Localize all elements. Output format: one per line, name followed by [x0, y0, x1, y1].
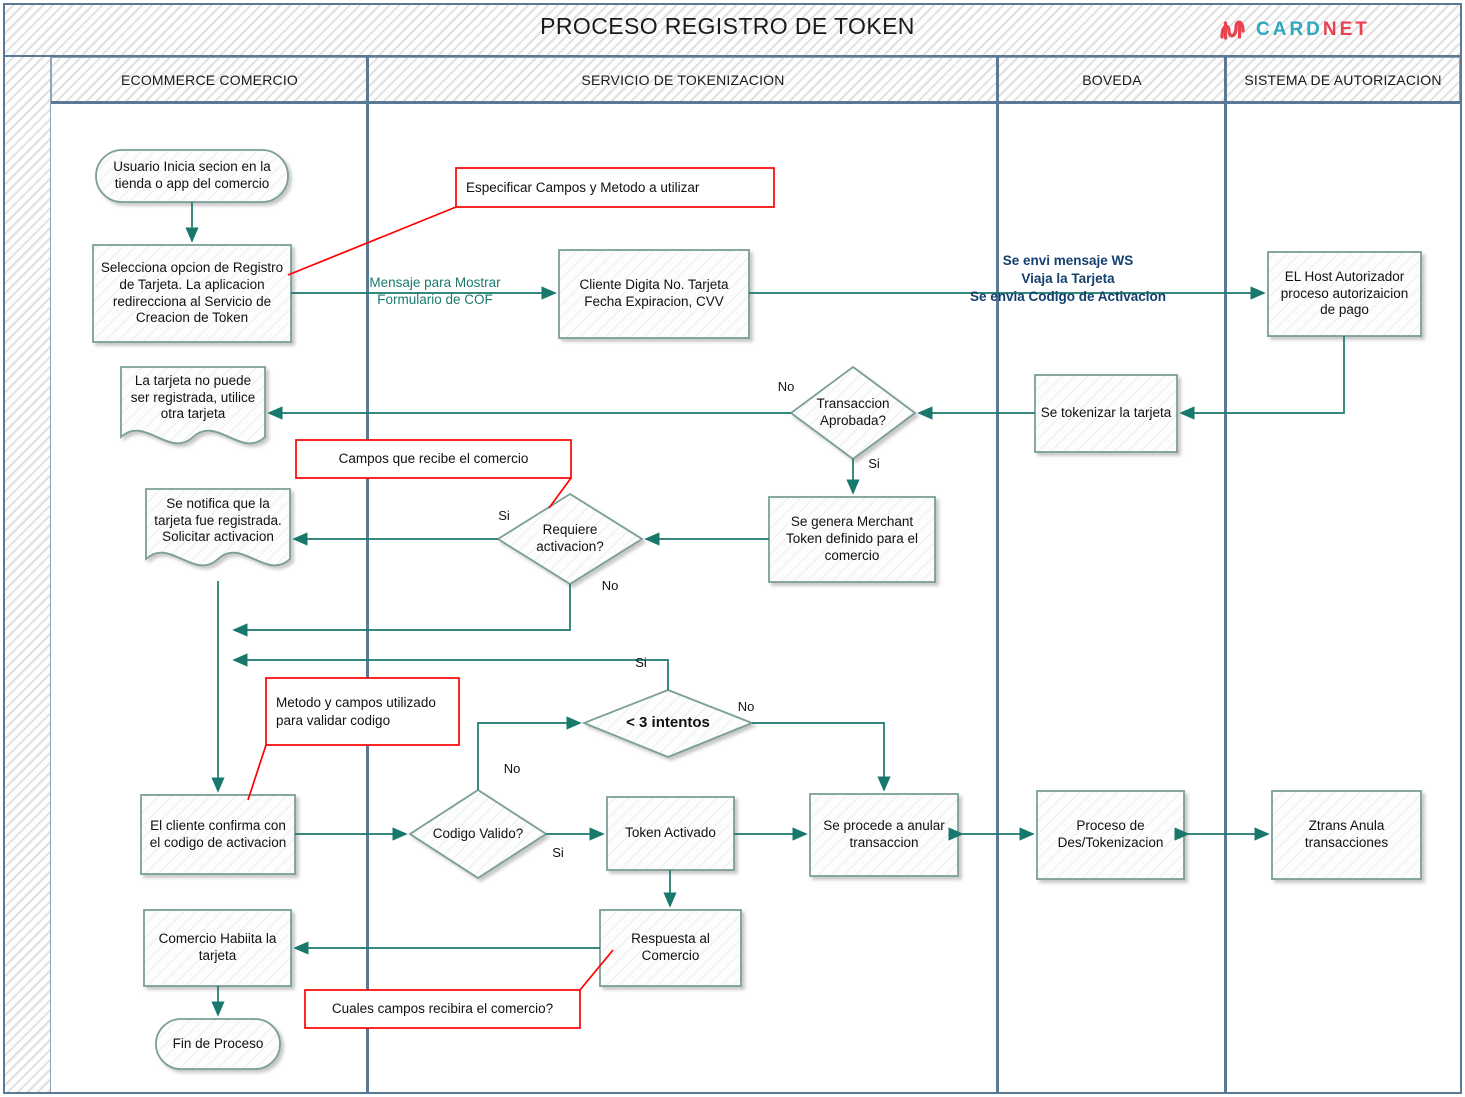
edge-host-tokenizar — [1179, 336, 1345, 420]
shape-n-selecciona — [92, 244, 292, 343]
label-edge-ws: Se envi mensaje WS Viaja la Tarjeta Se e… — [969, 253, 1167, 305]
shape-n-nopuede — [120, 366, 266, 445]
shape-n-anular — [809, 793, 959, 877]
edge-codigo-no-intentos — [477, 716, 582, 790]
label-edge-codigo-no: No — [503, 761, 521, 776]
shape-note-campos — [295, 439, 572, 479]
left-margin-band — [5, 57, 51, 1092]
label-edge-intentos-no: No — [737, 699, 755, 714]
label-note-metodo: Metodo y campos utilizado para validar c… — [276, 694, 436, 728]
edge-intentos-si-loop — [232, 653, 669, 690]
shape-n-intentos — [581, 689, 755, 758]
shape-n-inicio — [95, 149, 289, 203]
title-bar — [5, 5, 1460, 57]
leader-note-campos — [548, 477, 572, 509]
label-edge-intentos-si: Si — [635, 655, 647, 670]
label-note-especificar: Especificar Campos y Metodo a utilizar — [466, 179, 700, 195]
shape-n-confirma — [140, 794, 296, 875]
lane-header-ecommerce: ECOMMERCE COMERCIO — [51, 57, 368, 103]
shape-n-tokenactivado — [606, 796, 735, 871]
label-edge-requiere-no: No — [601, 578, 619, 593]
lane-divider-3 — [1224, 103, 1227, 1092]
leader-note-especificar — [287, 206, 457, 276]
shape-n-fin — [155, 1018, 281, 1070]
lane-divider-1 — [366, 103, 369, 1092]
shape-n-ztrans — [1271, 790, 1422, 880]
cardnet-logo: CARDNET — [1218, 13, 1370, 47]
label-edge-mensaje-cof: Mensaje para Mostrar Formulario de COF — [369, 275, 501, 307]
label-edge-codigo-si: Si — [552, 845, 564, 860]
leader-note-cuales — [579, 949, 614, 991]
lane-divider-2 — [996, 103, 999, 1092]
lane-header-boveda: BOVEDA — [998, 57, 1226, 103]
lane-divider-top-3 — [1224, 57, 1227, 103]
shape-note-metodo — [265, 677, 460, 746]
shape-n-tokenizar — [1034, 374, 1178, 453]
lane-divider-top-1 — [366, 57, 369, 103]
label-note-campos: Campos que recibe el comercio — [338, 451, 529, 467]
shape-n-habilita — [143, 909, 292, 987]
shape-n-codigovalido — [408, 788, 548, 880]
edge-intentos-no-anular — [752, 722, 891, 792]
label-edge-trx-no: No — [777, 379, 795, 394]
shape-n-host — [1267, 251, 1422, 337]
logo-word-net: NET — [1322, 19, 1370, 40]
label-edge-requiere-si: Si — [498, 508, 510, 523]
cardnet-squiggle-icon — [1218, 15, 1248, 45]
shape-n-notifica — [145, 488, 291, 567]
shape-n-destoken — [1036, 790, 1185, 880]
logo-wordmark: CARDNET — [1256, 19, 1370, 41]
shape-n-respuesta — [599, 909, 742, 987]
shape-n-digita — [558, 249, 750, 339]
shape-n-merchanttoken — [768, 496, 936, 583]
shape-n-trxaprobada — [789, 365, 917, 461]
shape-n-requiereact — [496, 492, 644, 586]
logo-word-card: CARD — [1256, 19, 1323, 40]
lane-header-tokenizacion: SERVICIO DE TOKENIZACION — [368, 57, 998, 103]
lane-divider-top-2 — [996, 57, 999, 103]
label-edge-trx-si: Si — [868, 456, 880, 471]
shape-note-cuales — [304, 989, 581, 1029]
edge-requiere-no-loop — [232, 584, 571, 637]
label-note-cuales: Cuales campos recibira el comercio? — [331, 1001, 554, 1017]
leader-note-metodo — [247, 744, 267, 801]
page-title: PROCESO REGISTRO DE TOKEN — [540, 12, 915, 39]
lane-header-underline — [51, 101, 1460, 104]
shape-note-especificar — [455, 167, 775, 208]
